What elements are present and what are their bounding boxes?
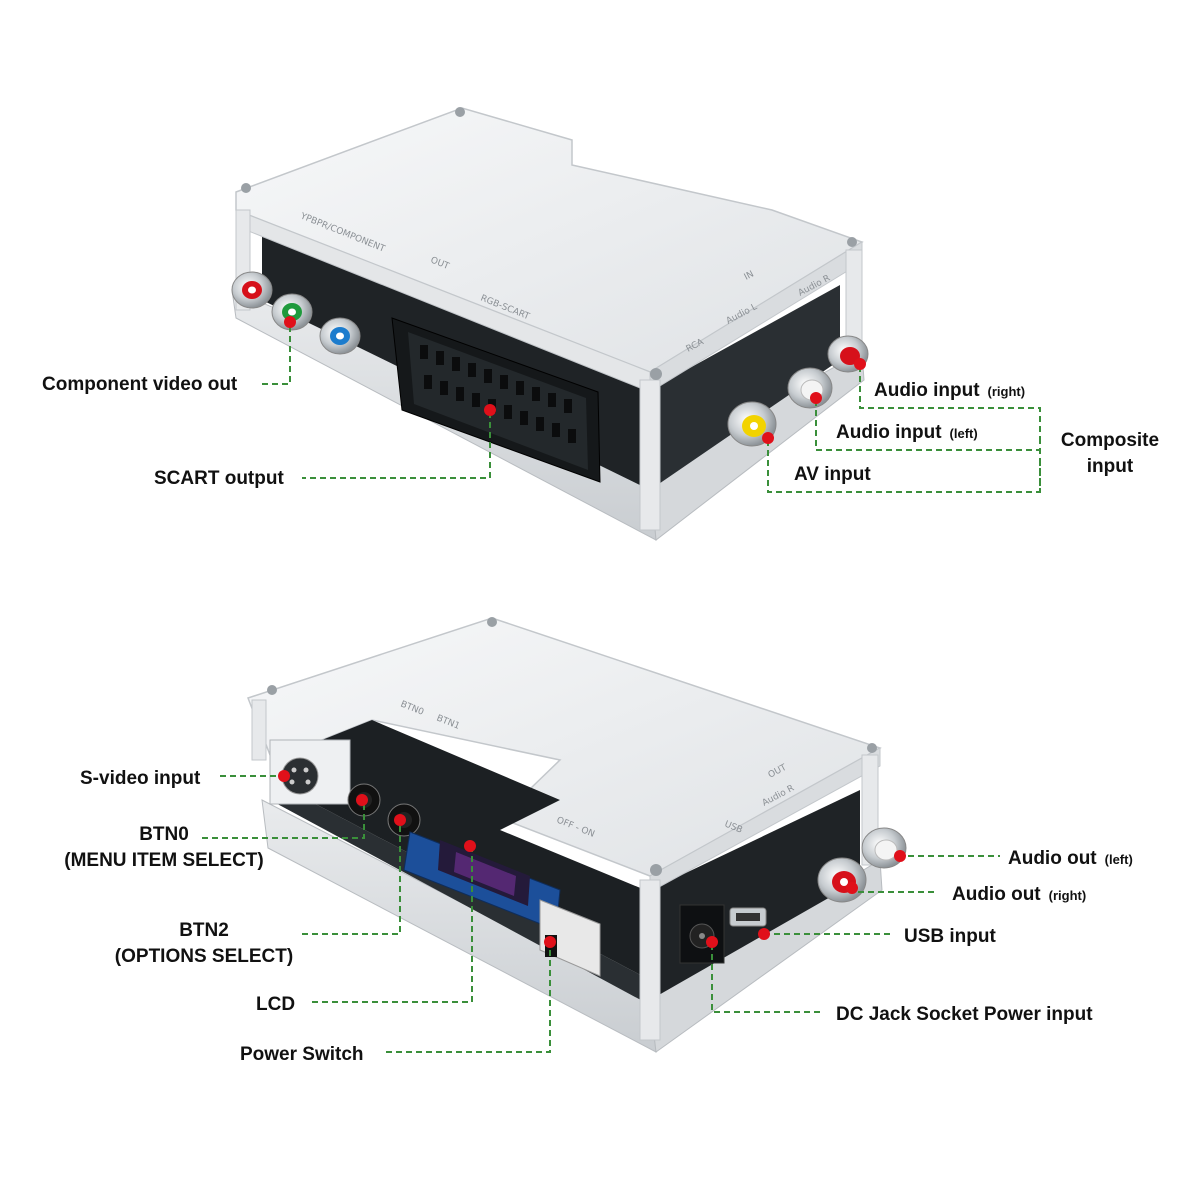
bottom-device-markers xyxy=(278,770,906,948)
marker-audio-left xyxy=(810,392,822,404)
screw-icon xyxy=(455,107,465,117)
rca-jack-red-audio-out xyxy=(817,857,867,903)
label-audio-out-right: Audio out (right) xyxy=(952,884,1086,905)
label-audio-input-right-small: (right) xyxy=(988,384,1026,399)
top-device-post-front xyxy=(639,379,661,531)
marker-scart xyxy=(484,404,496,416)
top-device-pcb-right xyxy=(650,285,840,490)
leader-btn0 xyxy=(202,800,365,839)
label-av-input: AV input xyxy=(794,464,871,485)
marker-svideo xyxy=(278,770,290,782)
usb-port-body xyxy=(729,907,767,927)
marker-av xyxy=(762,432,774,444)
scart-connector xyxy=(391,317,601,483)
label-audio-input-right-main: Audio input xyxy=(874,380,980,401)
label-audio-input-left-main: Audio input xyxy=(836,422,942,443)
label-power-switch: Power Switch xyxy=(240,1044,364,1065)
label-btn0-desc: (MENU ITEM SELECT) xyxy=(64,850,264,871)
label-svideo-input: S-video input xyxy=(80,768,201,789)
rca-jack-white-audio-out xyxy=(861,827,907,869)
leader-audio-left xyxy=(815,400,1040,451)
marker-btn2 xyxy=(394,814,406,826)
leader-dc xyxy=(711,944,822,1013)
marker-component xyxy=(284,316,296,328)
label-btn0: BTN0 xyxy=(139,824,189,845)
label-audio-input-right: Audio input (right) xyxy=(874,380,1025,401)
top-device-leaders xyxy=(258,326,1041,493)
label-component-video-out: Component video out xyxy=(42,374,238,395)
rca-jack-white-audio-left xyxy=(787,367,833,409)
screw-icon xyxy=(650,368,662,380)
label-audio-out-right-main: Audio out xyxy=(952,884,1041,905)
marker-dc xyxy=(706,936,718,948)
screw-icon xyxy=(487,617,497,627)
leader-lcd xyxy=(312,848,473,1003)
label-composite-line1: Composite xyxy=(1061,430,1159,451)
screw-icon xyxy=(847,237,857,247)
marker-lcd xyxy=(464,840,476,852)
label-lcd: LCD xyxy=(256,994,295,1015)
bottom-device-post-left xyxy=(251,699,267,761)
marker-usb xyxy=(758,928,770,940)
leader-av xyxy=(767,440,1041,493)
screw-icon xyxy=(267,685,277,695)
label-dc-jack: DC Jack Socket Power input xyxy=(836,1004,1093,1025)
rca-jack-red-component xyxy=(231,271,273,309)
screw-icon xyxy=(867,743,877,753)
label-usb-input: USB input xyxy=(904,926,996,947)
bottom-device: BTN0 BTN1 OFF - ON USB OUT Audio R xyxy=(247,617,907,1053)
label-btn2-desc: (OPTIONS SELECT) xyxy=(115,946,293,967)
label-audio-out-left-main: Audio out xyxy=(1008,848,1097,869)
leader-audio-right xyxy=(859,366,1041,438)
silk-in: IN xyxy=(743,269,756,282)
top-device-markers xyxy=(284,316,866,444)
marker-audio-out-left xyxy=(894,850,906,862)
leader-scart xyxy=(302,412,491,479)
top-device: YPBPR/COMPONENT OUT RGB-SCART IN RCA Aud… xyxy=(231,107,869,541)
rca-jack-green-component xyxy=(271,293,313,331)
dc-jack-body xyxy=(679,904,725,964)
screw-icon xyxy=(241,183,251,193)
bottom-device-leaders xyxy=(202,775,1000,1053)
lcd-module xyxy=(403,831,561,931)
rca-jack-blue-component xyxy=(319,317,361,355)
marker-audio-out-right xyxy=(846,882,858,894)
marker-audio-right xyxy=(854,358,866,370)
label-scart-output: SCART output xyxy=(154,468,284,489)
bottom-device-post-front xyxy=(639,879,661,1041)
label-audio-input-left-small: (left) xyxy=(950,426,978,441)
marker-btn0 xyxy=(356,794,368,806)
label-composite-line2: input xyxy=(1087,456,1134,477)
leader-btn2 xyxy=(302,822,401,935)
leader-power xyxy=(386,942,551,1053)
label-audio-out-left: Audio out (left) xyxy=(1008,848,1133,869)
marker-power xyxy=(544,936,556,948)
label-audio-out-left-small: (left) xyxy=(1105,852,1133,867)
screw-icon xyxy=(650,864,662,876)
label-btn2: BTN2 xyxy=(179,920,229,941)
label-audio-out-right-small: (right) xyxy=(1049,888,1087,903)
label-audio-input-left: Audio input (left) xyxy=(836,422,978,443)
